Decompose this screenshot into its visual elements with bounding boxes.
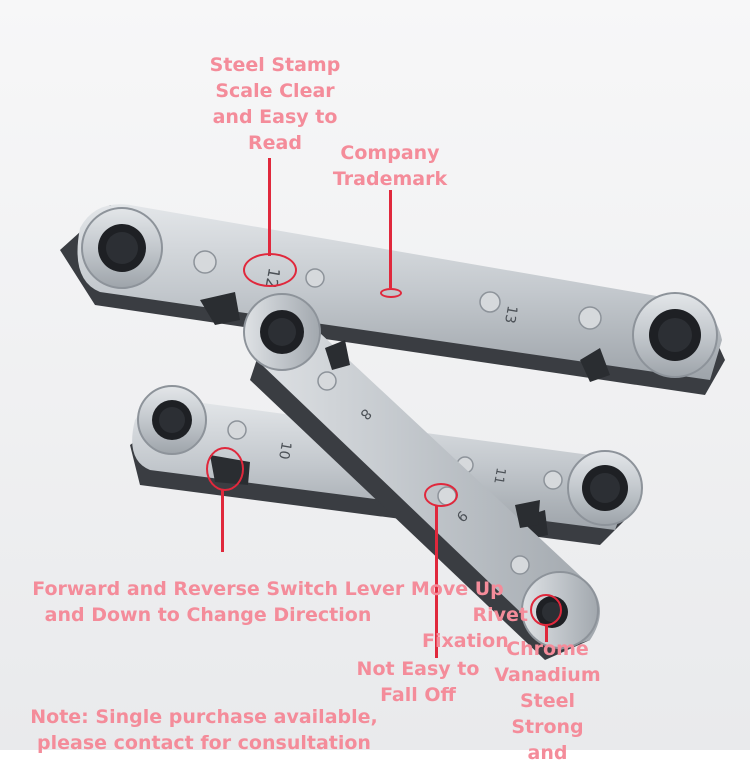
chrome-callout-line [545, 624, 548, 642]
stamp-small-left: 10 [275, 440, 294, 460]
trademark-callout-line [389, 190, 392, 288]
switch-callout-ring [206, 447, 244, 491]
switch-lever-label: Forward and Reverse Switch Lever Move Up… [18, 576, 518, 628]
chrome-line: Steel [519, 690, 576, 712]
chrome-line: Vanadium [494, 664, 601, 686]
note-line: Note: Single purchase available, [30, 706, 378, 728]
steel-stamp-line: and Easy to [212, 106, 338, 128]
stamp-callout-ring [243, 253, 297, 287]
trademark-line: Trademark [332, 168, 448, 190]
stamp-large-right: 13 [501, 304, 520, 324]
chrome-line: Strong [511, 716, 584, 738]
steel-stamp-line: Steel Stamp [209, 54, 341, 76]
rivet-line: Fall Off [380, 684, 456, 706]
trademark-callout-ring [380, 288, 402, 298]
rivet-callout-ring [424, 483, 458, 507]
trademark-label: Company Trademark [320, 140, 460, 192]
rivet-line: Not Easy to [356, 658, 480, 680]
rivet-line: Rivet [472, 604, 529, 626]
rivet-label-bottom: Not Easy to Fall Off [348, 656, 488, 708]
rivet-line: Fixation [422, 630, 509, 652]
steel-stamp-line: Read [248, 132, 302, 154]
switch-callout-line [221, 490, 224, 552]
switch-lever-line: Forward and Reverse Switch Lever Move Up [32, 578, 504, 600]
trademark-line: Company [340, 142, 440, 164]
wrench-photo: 12 13 10 11 8 9 [0, 0, 750, 750]
stamp-small-right: 11 [490, 466, 508, 485]
note-line: please contact for consultation [37, 732, 371, 754]
switch-lever-line: and Down to Change Direction [44, 604, 372, 626]
chrome-line: and [527, 742, 568, 764]
rivet-label-top: Rivet Fixation [418, 602, 528, 654]
chrome-line: Chrome [506, 638, 589, 660]
steel-stamp-line: Scale Clear [215, 80, 335, 102]
stamp-callout-line [268, 158, 271, 256]
note-label: Note: Single purchase available, please … [14, 704, 394, 756]
chrome-vanadium-label: Chrome Vanadium Steel Strong and [485, 636, 610, 766]
steel-stamp-label: Steel Stamp Scale Clear and Easy to Read [190, 52, 360, 156]
chrome-callout-ring [530, 594, 562, 626]
rivet-callout-line [435, 506, 438, 658]
